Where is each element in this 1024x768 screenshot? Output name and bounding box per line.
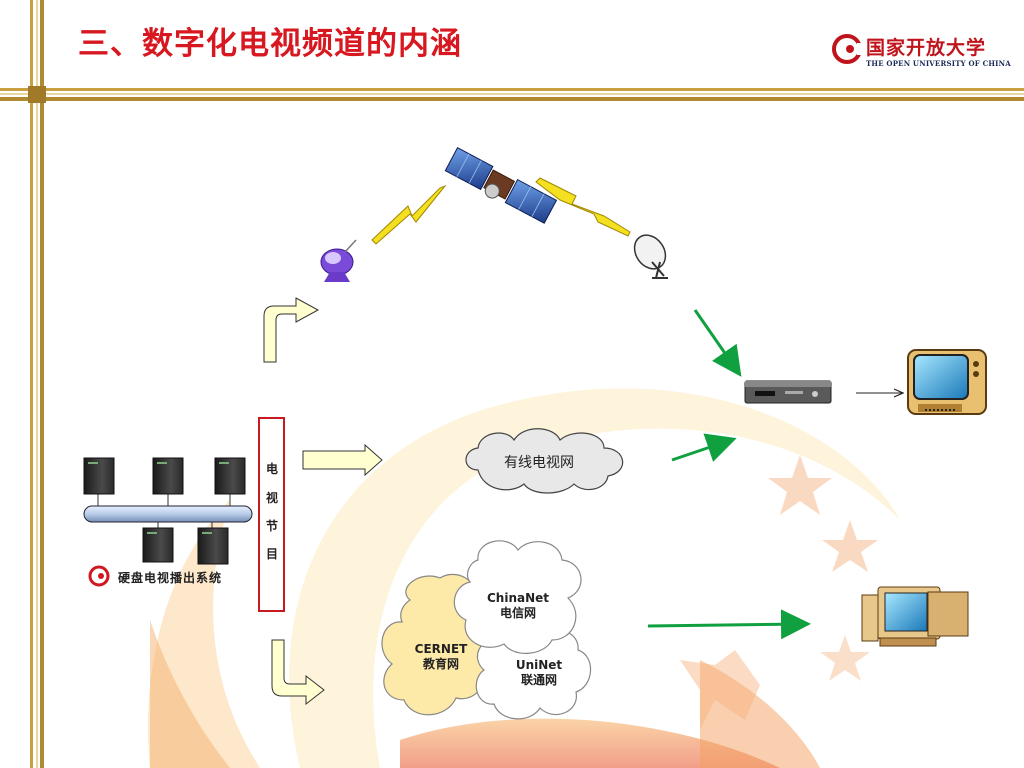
uninet-sub: 联通网	[520, 673, 557, 687]
uninet-label: UniNet 联通网	[504, 658, 574, 688]
cable-tv-cloud	[465, 428, 624, 494]
arrow-to-uplink	[263, 297, 320, 363]
cernet-name: CERNET	[414, 642, 468, 656]
program-char: 电	[265, 462, 278, 476]
satellite-icon	[444, 147, 558, 224]
program-char: 视	[265, 491, 278, 505]
server-icon	[83, 457, 115, 495]
uplink-dish-icon	[320, 239, 357, 282]
arrow-cable-to-stb	[671, 433, 737, 462]
computer-icon	[861, 586, 969, 647]
hard-disk-broadcast-system	[83, 457, 253, 587]
cernet-sub: 教育网	[422, 657, 459, 671]
spiral-logo-icon	[88, 565, 110, 587]
uplink-signal-icon	[371, 184, 447, 245]
program-char: 节	[265, 519, 278, 533]
chinanet-name: ChinaNet	[486, 591, 550, 605]
chinanet-cloud	[453, 540, 582, 654]
downlink-signal-icon	[535, 177, 631, 237]
slide-title: 三、数字化电视频道的内涵	[78, 26, 462, 62]
arrow-to-internet	[271, 639, 325, 706]
broadcast-system-label: 硬盘电视播出系统	[118, 571, 223, 585]
cable-tv-label: 有线电视网	[504, 455, 574, 471]
chinanet-label: ChinaNet 电信网	[478, 591, 558, 621]
university-logo-subtitle: THE OPEN UNIVERSITY OF CHINA	[866, 59, 1011, 68]
cernet-label: CERNET 教育网	[406, 642, 476, 672]
server-icon	[214, 457, 246, 495]
university-logo-icon	[832, 34, 863, 64]
set-top-box-icon	[744, 380, 832, 404]
arrow-dish-to-stb	[693, 309, 742, 377]
server-icon	[152, 457, 184, 495]
arrow-to-cable	[302, 443, 383, 477]
television-icon	[907, 349, 987, 415]
arrow-internet-to-pc	[647, 609, 811, 640]
server-icon	[197, 527, 229, 565]
chinanet-sub: 电信网	[499, 606, 536, 620]
receiving-dish-icon	[633, 234, 668, 279]
uninet-name: UniNet	[515, 658, 563, 672]
university-logo-text: 国家开放大学	[866, 37, 987, 59]
server-icon	[142, 527, 174, 563]
program-char: 目	[265, 547, 278, 561]
tv-program-box	[258, 417, 285, 612]
